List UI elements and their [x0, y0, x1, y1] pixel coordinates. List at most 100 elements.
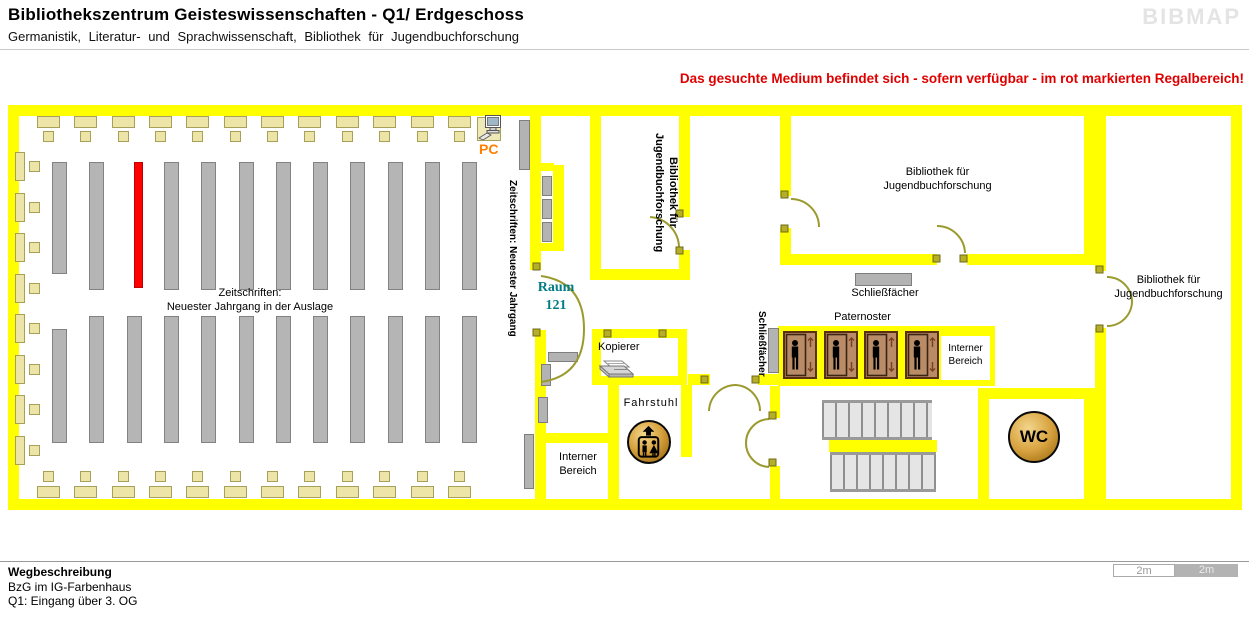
chair	[379, 471, 391, 482]
chair	[29, 404, 40, 415]
chair	[379, 131, 391, 142]
chair	[43, 131, 54, 142]
pc-icon	[477, 115, 501, 141]
paternoster-label: Paternoster	[834, 311, 891, 323]
wall-bottom	[8, 499, 1242, 510]
chair	[304, 131, 316, 142]
bookshelf	[201, 162, 217, 290]
alcove-shelf	[542, 176, 552, 196]
bookshelf	[275, 162, 291, 290]
pc-label: PC	[479, 141, 499, 157]
chair	[80, 131, 92, 142]
paternoster-cabin	[783, 331, 817, 379]
reading-table	[223, 486, 247, 498]
chair	[29, 242, 40, 253]
chair	[43, 471, 54, 482]
wc-label: WC	[1019, 427, 1049, 446]
reading-table	[410, 486, 434, 498]
footer-divider	[0, 561, 1249, 562]
wall-alcove-cap-bottom	[541, 243, 554, 251]
chair	[155, 471, 167, 482]
wall-elevator-right	[681, 385, 692, 457]
paternoster-cabin	[823, 331, 858, 379]
chair	[117, 471, 129, 482]
chair	[229, 471, 241, 482]
wall-elevator-left	[608, 385, 619, 499]
bookshelf	[425, 162, 440, 290]
stairs-upper-flight	[822, 400, 932, 440]
reading-table	[15, 273, 25, 303]
bookshelf	[462, 162, 478, 290]
reading-table	[149, 486, 173, 498]
chair	[29, 161, 40, 172]
reading-room-label: Zeitschriften: Neuester Jahrgang in der …	[166, 287, 334, 313]
wall-alcove	[553, 165, 564, 251]
reading-table	[410, 116, 434, 128]
bookshelf	[387, 316, 403, 443]
chair	[304, 471, 316, 482]
reading-table	[186, 486, 210, 498]
bookshelf	[89, 162, 105, 290]
chair	[341, 471, 353, 482]
internal-area-left-label: Interner Bereich	[559, 451, 597, 477]
reading-table	[447, 486, 471, 498]
reading-table	[15, 233, 25, 262]
copier-icon	[598, 360, 635, 379]
room-number-label: Raum 121	[537, 280, 575, 313]
reading-table	[298, 116, 322, 128]
room-label-youth-library-right: Bibliothek für Jugendbuchforschung	[1114, 274, 1223, 300]
corridor-cabinet	[548, 352, 578, 362]
page-title: Bibliothekszentrum Geisteswissenschaften…	[8, 5, 525, 24]
chair	[29, 363, 40, 375]
wall-left	[8, 116, 19, 499]
wall-corridor-door-right	[758, 374, 790, 385]
room-label-youth-library-small: Bibliothek für Jugendbuchforschung	[653, 132, 679, 253]
bookshelf	[89, 316, 105, 443]
wall-stairhall-upper	[770, 386, 780, 418]
reading-table	[149, 116, 173, 128]
chair	[453, 471, 465, 482]
chair	[155, 131, 167, 142]
header-divider	[0, 49, 1249, 50]
reading-table	[298, 486, 322, 498]
internal-area-right-label: Interner Bereich	[948, 343, 983, 367]
chair	[229, 131, 241, 142]
alcove-shelf	[542, 199, 552, 219]
wc-icon: WC	[1008, 411, 1060, 463]
chair	[29, 201, 40, 213]
lockers-label: Schließfächer	[851, 287, 919, 299]
door-opening-top-library-bottom	[937, 254, 967, 265]
bookshelf	[387, 162, 403, 290]
wall-corridor-door-left	[688, 374, 710, 385]
bookshelf	[313, 162, 329, 290]
highlight-notice: Das gesuchte Medium befindet sich - sofe…	[679, 71, 1244, 86]
directions-heading: Wegbeschreibung	[8, 565, 112, 579]
bibmap-logo: BIBMAP	[1142, 4, 1241, 29]
chair	[117, 131, 129, 142]
bookshelf	[126, 316, 142, 443]
room-youth-library-right	[1095, 105, 1242, 510]
lockers-vertical-label: Schließfächer	[756, 311, 767, 377]
bookshelf	[350, 162, 366, 290]
reading-table	[15, 152, 25, 181]
reading-table	[335, 486, 359, 498]
bookshelf	[350, 316, 366, 443]
corridor-cabinet	[541, 364, 551, 386]
reading-table	[261, 486, 285, 498]
stairs-lower-flight	[830, 452, 936, 492]
room-youth-library-small	[590, 105, 690, 280]
chair	[80, 471, 92, 482]
stairs-landing	[829, 440, 937, 452]
elevator-icon	[627, 420, 671, 464]
wall-internal-left-top	[535, 433, 619, 443]
paternoster-cabin	[864, 331, 898, 379]
reading-table	[37, 486, 60, 498]
reading-table	[15, 354, 25, 384]
directions-line1: BzG im IG-Farbenhaus	[8, 580, 132, 594]
room-label-youth-library-top: Bibliothek für Jugendbuchforschung	[883, 166, 992, 192]
chair	[416, 471, 428, 482]
bookshelf	[52, 329, 67, 443]
scalebar-segment-dark: 2m	[1175, 564, 1238, 577]
reading-table	[111, 116, 135, 128]
chair	[341, 131, 353, 142]
